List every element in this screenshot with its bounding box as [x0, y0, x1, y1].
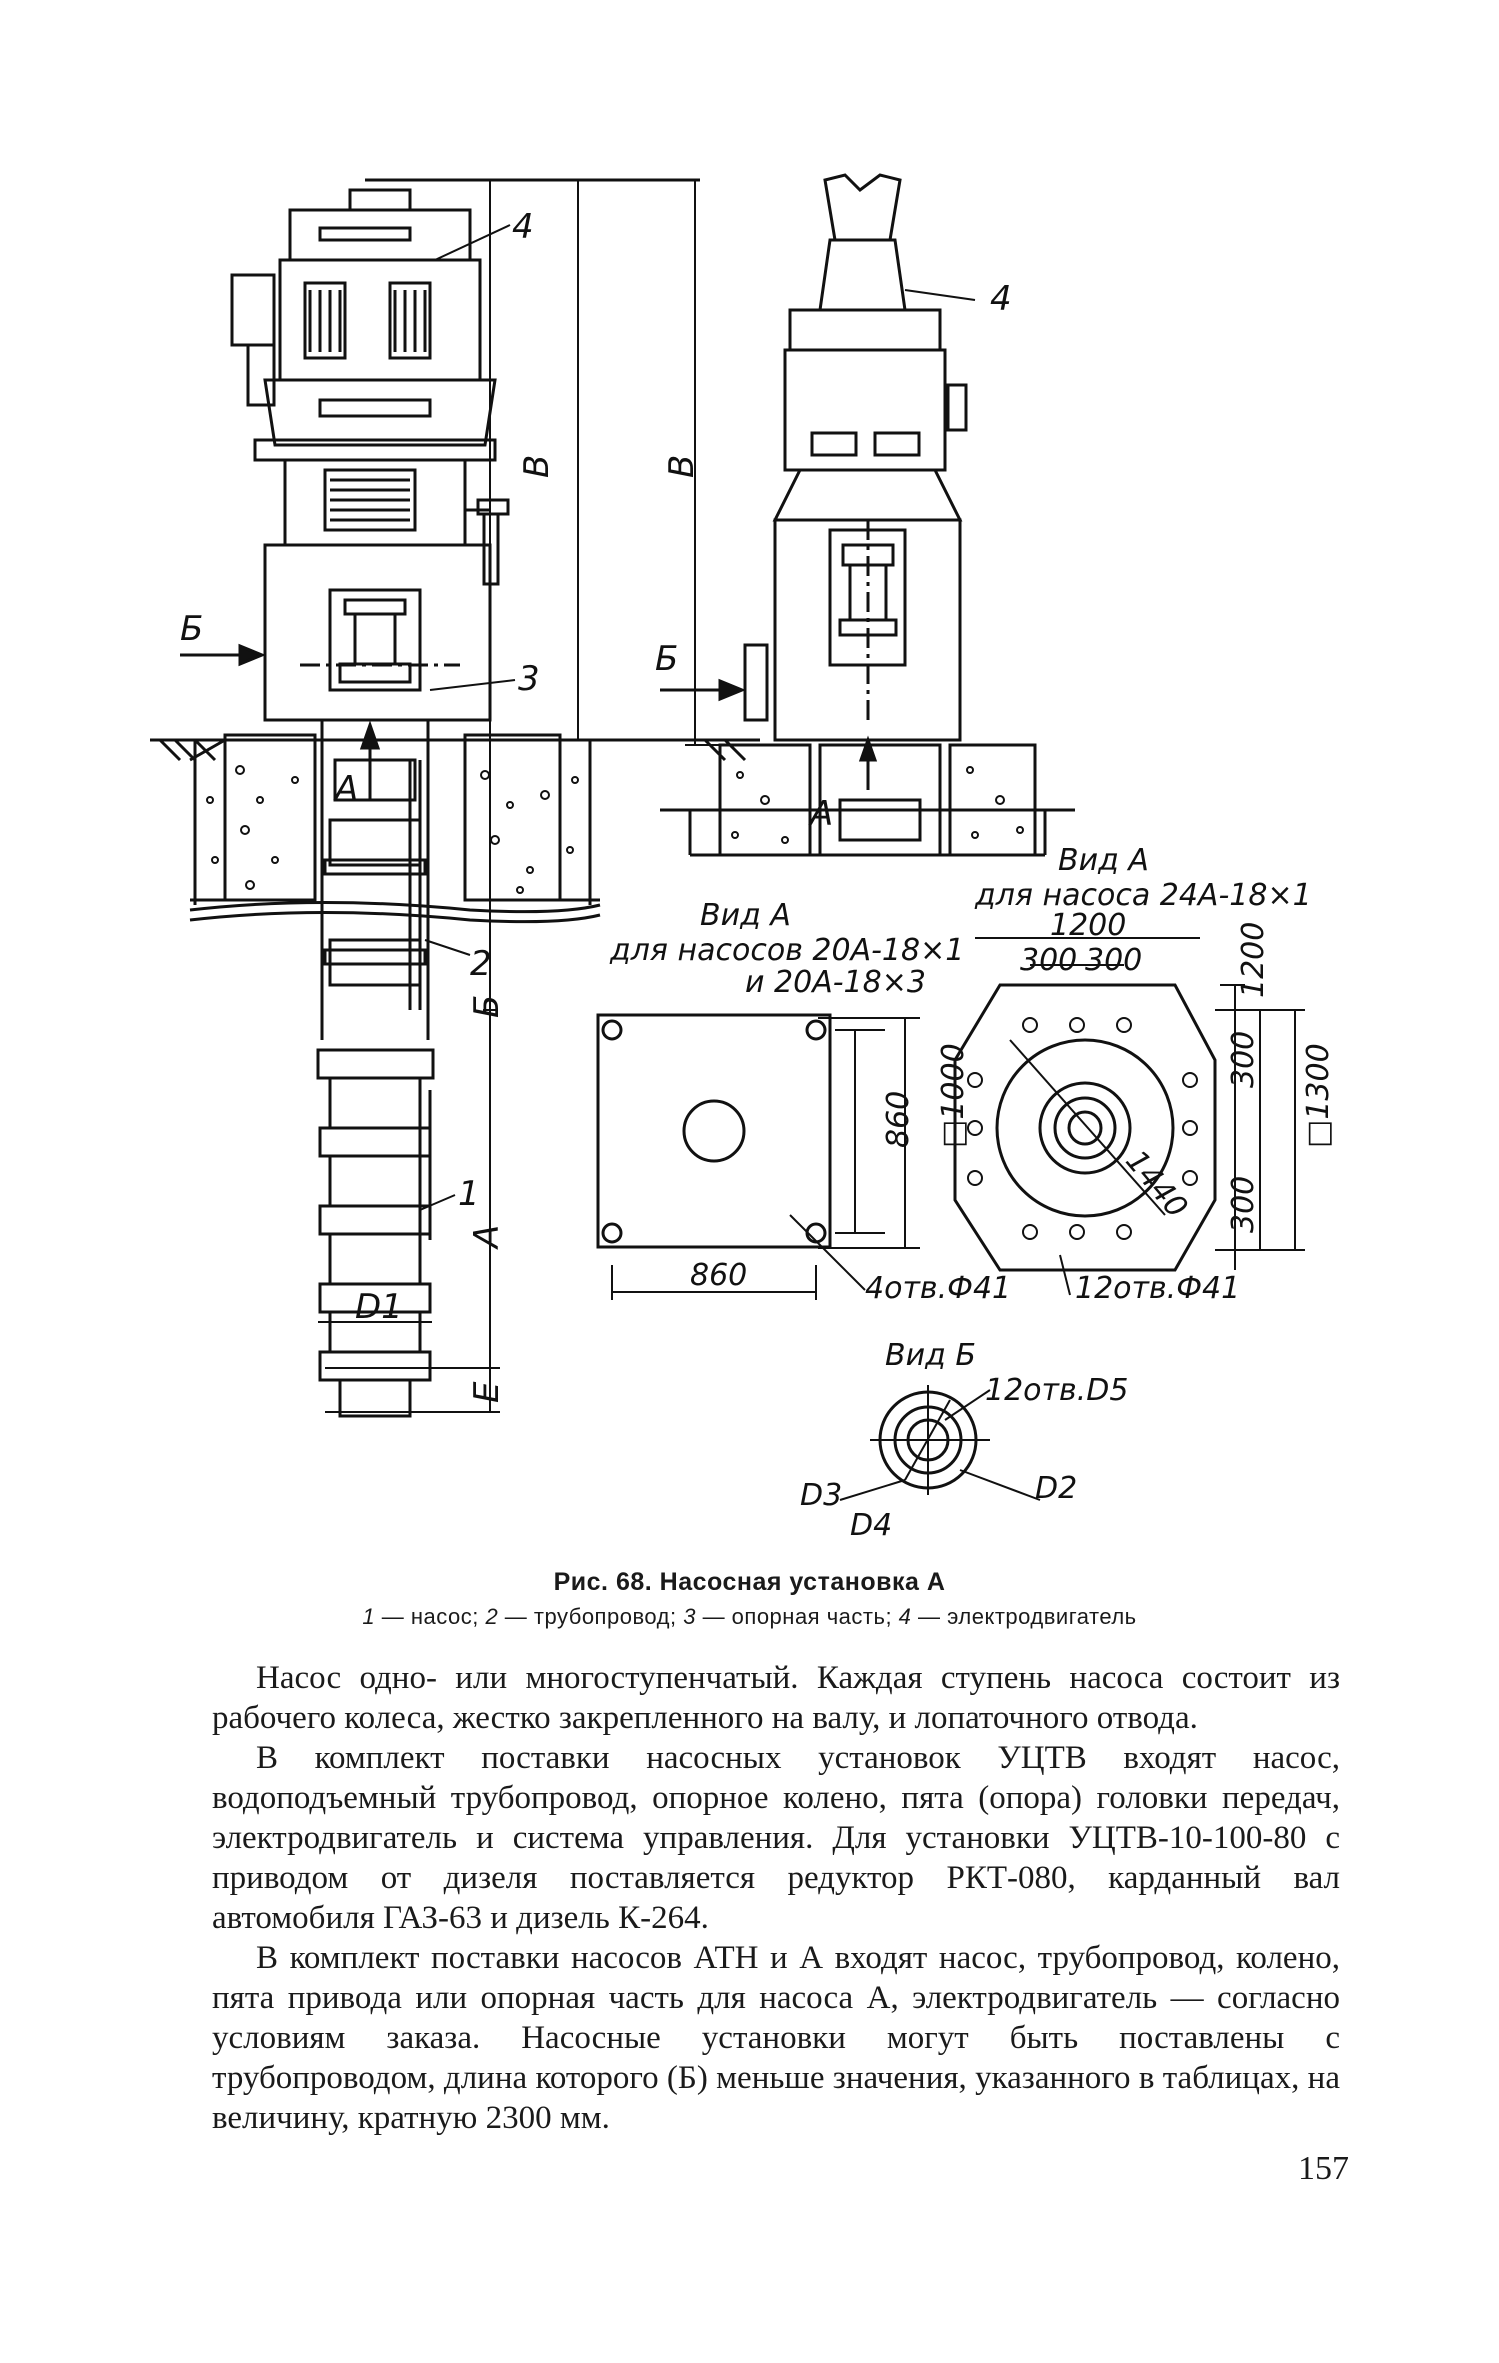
view-a-20a-holes: 4отв.Ф41: [865, 1271, 1011, 1306]
body-text: Насос одно- или многоступенчатый. Каждая…: [212, 1658, 1340, 2138]
view-a-24a-dim-square: □1300: [1301, 1043, 1336, 1148]
view-b-holes: 12отв.D5: [985, 1373, 1128, 1408]
dim-label-b: Б: [467, 995, 507, 1018]
view-a-20a-subtitle-2: и 20А-18×3: [745, 965, 926, 1000]
legend-text-1: — насос;: [375, 1604, 486, 1629]
view-a-24a-title: Вид А: [1058, 843, 1149, 878]
pump-unit-side-view: [150, 178, 760, 1418]
view-a-24a-subtitle: для насоса 24А-18×1: [974, 878, 1312, 913]
view-a-20a-title: Вид А: [700, 898, 791, 933]
view-a-24a-dim-side-300-b: 300: [1226, 1176, 1261, 1233]
view-b-d3: D3: [800, 1478, 842, 1513]
figure-caption-legend: 1 — насос; 2 — трубопровод; 3 — опорная …: [0, 1604, 1499, 1630]
dim-label-d1: D1: [355, 1287, 403, 1327]
legend-num-4: 4: [898, 1604, 912, 1629]
label-motor-4: 4: [512, 207, 534, 247]
label-pipeline-2: 2: [470, 944, 492, 984]
page-number: 157: [1298, 2150, 1349, 2187]
view-a-20a-dim-height: 860: [881, 1091, 916, 1148]
view-a-24a-dim-300-b: 300: [1085, 943, 1142, 978]
arrow-label-a-right: А: [808, 794, 833, 834]
view-a-24a-flange: [953, 937, 1305, 1296]
figure-caption-title: Рис. 68. Насосная установка А: [553, 1568, 946, 1596]
legend-num-3: 3: [683, 1604, 696, 1629]
label-support-3: 3: [518, 659, 540, 699]
arrow-label-b-left: Б: [180, 609, 203, 649]
dim-label-v-right: В: [662, 455, 702, 478]
view-a-24a-dim-diag: 1440: [1118, 1144, 1194, 1225]
label-motor-4-front: 4: [990, 279, 1012, 319]
legend-num-2: 2: [485, 1604, 499, 1629]
view-a-20a-flange: [596, 1013, 920, 1300]
dim-label-e: Е: [467, 1381, 507, 1403]
pump-unit-front-view: [660, 173, 1075, 857]
paragraph-3: В комплект поставки насосов АТН и А вход…: [212, 1940, 1340, 2136]
view-a-20a-subtitle-1: для насосов 20А-18×1: [609, 933, 964, 968]
legend-text-4: — электродвигатель: [911, 1604, 1137, 1629]
view-a-20a-dim-square: □1000: [936, 1043, 971, 1148]
view-a-20a-dim-width: 860: [690, 1258, 747, 1293]
view-a-24a-dim-top: 1200: [1050, 908, 1126, 943]
view-a-24a-dim-side-1200: 1200: [1236, 922, 1271, 998]
paragraph-2: В комплект поставки насосных установок У…: [212, 1740, 1340, 1936]
view-b-title: Вид Б: [885, 1338, 976, 1373]
figure-68-drawing: 4 3 2 1 4 В В Б А Е D1 Б Б А А Вид А для…: [150, 173, 1336, 1543]
view-b-d4: D4: [850, 1508, 892, 1543]
arrow-label-b-right: Б: [655, 639, 678, 679]
view-a-24a-holes: 12отв.Ф41: [1075, 1271, 1240, 1306]
label-pump-1: 1: [458, 1174, 480, 1214]
view-a-24a-dim-side-300-a: 300: [1226, 1031, 1261, 1088]
legend-text-2: — трубопровод;: [498, 1604, 684, 1629]
dim-label-v-left: В: [517, 455, 557, 478]
legend-num-1: 1: [362, 1604, 376, 1629]
view-b-d2: D2: [1035, 1471, 1077, 1506]
legend-text-3: — опорная часть;: [695, 1604, 899, 1629]
view-a-24a-dim-300-a: 300: [1020, 943, 1077, 978]
arrow-label-a-left: А: [333, 769, 358, 809]
paragraph-1: Насос одно- или многоступенчатый. Каждая…: [212, 1660, 1340, 1736]
view-b-flange: [839, 1385, 1041, 1501]
dim-label-a: А: [467, 1225, 507, 1250]
